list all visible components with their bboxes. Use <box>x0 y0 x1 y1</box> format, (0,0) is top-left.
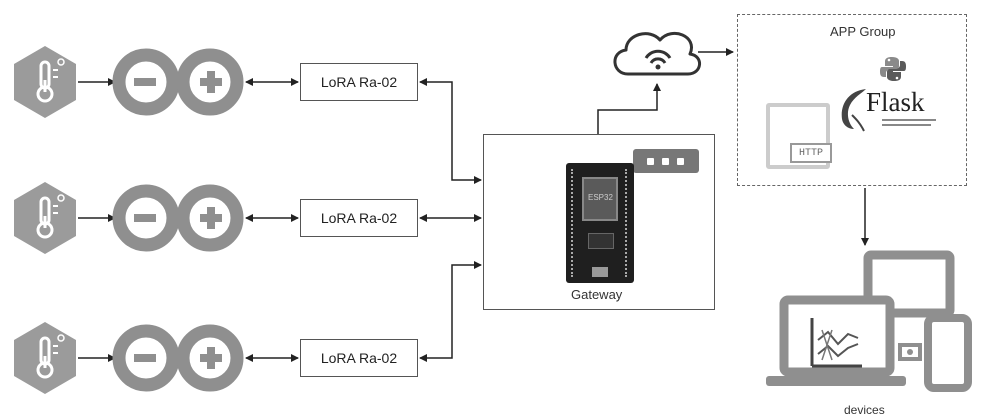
flask-logo: Flask <box>836 85 942 133</box>
esp32-shield: ESP32 <box>582 177 618 221</box>
lora-label: LoRA Ra-02 <box>320 350 398 366</box>
lora-module-3: LoRA Ra-02 <box>300 339 418 377</box>
phone-icon <box>924 314 972 392</box>
python-icon <box>880 57 906 81</box>
lora-module-1: LoRA Ra-02 <box>300 63 418 101</box>
arduino-icon <box>119 191 237 245</box>
laptop-icon <box>779 295 895 377</box>
thermometer-icon <box>12 320 78 396</box>
lora-module-2: LoRA Ra-02 <box>300 199 418 237</box>
sensor-row-3 <box>12 320 299 396</box>
gateway-status-badge <box>633 149 699 173</box>
arduino-icon <box>119 331 237 385</box>
gateway-cloud-connector <box>597 83 661 134</box>
chart-icon <box>810 318 862 368</box>
cloud-wifi-icon <box>613 31 701 76</box>
devices-icon <box>766 250 972 392</box>
thermometer-icon <box>12 180 78 256</box>
lora-label: LoRA Ra-02 <box>320 210 398 226</box>
flask-label: Flask <box>866 87 925 117</box>
sensor-row-2 <box>12 180 299 256</box>
flask-horn-icon <box>841 89 866 132</box>
app-group-box: APP Group Flask HTTP <box>737 14 967 186</box>
flask-tagline <box>882 119 936 126</box>
gateway-label: Gateway <box>571 287 623 302</box>
gateway-box: ESP32 Gateway <box>483 134 715 310</box>
sensor-row-1 <box>12 44 299 120</box>
esp32-board-icon: ESP32 <box>566 163 634 283</box>
http-label: HTTP <box>798 147 823 159</box>
thermometer-icon <box>12 44 78 120</box>
http-icon: HTTP <box>766 103 832 169</box>
devices-label: devices <box>844 403 885 417</box>
lora-label: LoRA Ra-02 <box>320 74 398 90</box>
lora3-gateway-connector <box>419 261 482 362</box>
esp32-chip-label: ESP32 <box>588 193 613 202</box>
app-group-label: APP Group <box>830 24 896 39</box>
lora1-gateway-connector <box>419 78 482 184</box>
arduino-icon <box>119 55 237 109</box>
